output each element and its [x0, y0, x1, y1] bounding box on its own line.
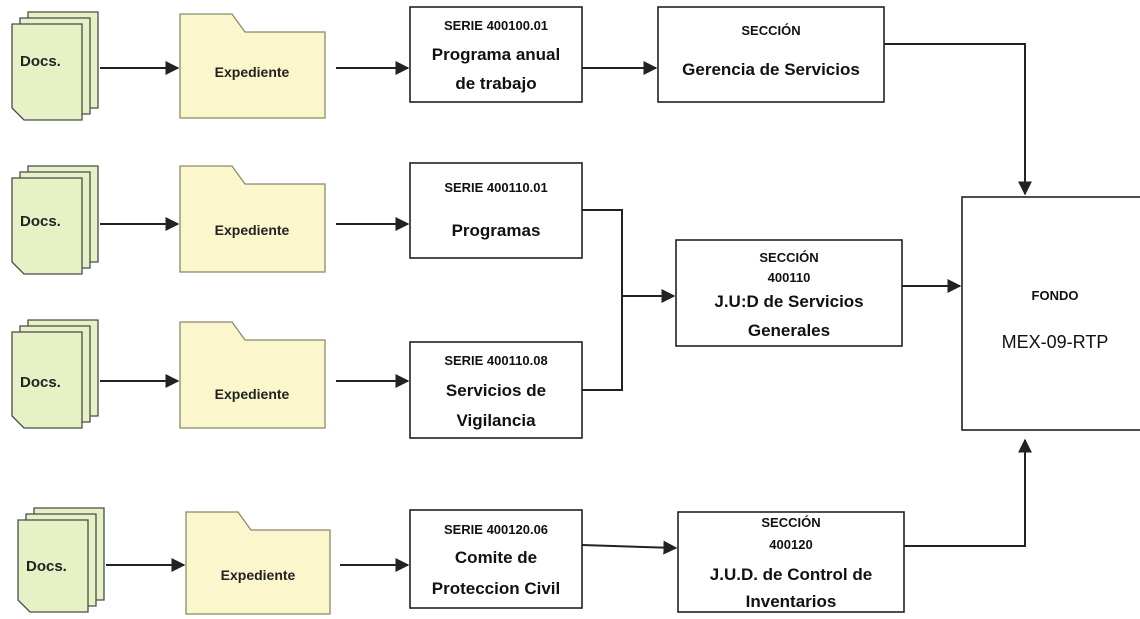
expediente-folder-row-4: Expediente [185, 511, 331, 615]
docs-label: Docs. [20, 374, 61, 391]
expediente-folder-row-3: Expediente [179, 321, 326, 429]
docs-stack-row-4: Docs. [17, 507, 105, 613]
seccion-box-400120: SECCIÓN 400120 J.U.D. de Control de Inve… [677, 511, 905, 613]
arrow-serie-to-seccion-400120 [581, 540, 678, 555]
expediente-label: Expediente [221, 567, 296, 583]
seccion-title: SECCIÓN [741, 23, 800, 38]
serie-name-line-1: Comite de [455, 548, 537, 567]
seccion-name-line-1: J.U.D. de Control de [710, 565, 872, 584]
docs-label: Docs. [20, 53, 61, 70]
fondo-code: MEX-09-RTP [1002, 332, 1109, 352]
serie-code: SERIE 400100.01 [444, 18, 548, 33]
arrow-400120-to-fondo [904, 438, 1032, 547]
fondo-title: FONDO [1032, 288, 1079, 303]
seccion-title: SECCIÓN [759, 250, 818, 265]
seccion-name-line-2: Generales [748, 321, 830, 340]
serie-name-line-2: Vigilancia [456, 411, 536, 430]
serie-name-line-2: Proteccion Civil [432, 579, 560, 598]
seccion-code: 400110 [768, 270, 811, 285]
serie-box-row-2: SERIE 400110.01 Programas [409, 162, 583, 259]
fondo-box: FONDO MEX-09-RTP [961, 196, 1140, 431]
docs-label: Docs. [26, 558, 67, 575]
expediente-label: Expediente [215, 222, 290, 238]
seccion-name-line-1: J.U:D de Servicios [714, 292, 863, 311]
serie-name-line-2: de trabajo [455, 74, 536, 93]
docs-label: Docs. [20, 213, 61, 230]
seccion-box-400110: SECCIÓN 400110 J.U:D de Servicios Genera… [675, 239, 903, 347]
docs-stack-row-2: Docs. [11, 165, 99, 275]
serie-box-row-3: SERIE 400110.08 Servicios de Vigilancia [409, 341, 583, 439]
expediente-folder-row-1: Expediente [179, 13, 326, 119]
merge-connector-400110 [582, 209, 623, 391]
expediente-label: Expediente [215, 386, 290, 402]
docs-stack-row-1: Docs. [11, 11, 99, 121]
serie-name-line-1: Programa anual [432, 45, 561, 64]
serie-code: SERIE 400110.01 [444, 180, 547, 195]
serie-name-line-1: Programas [452, 221, 541, 240]
expediente-folder-row-2: Expediente [179, 165, 326, 273]
seccion-name-line-2: Inventarios [746, 592, 837, 611]
expediente-label: Expediente [215, 64, 290, 80]
serie-box-row-1: SERIE 400100.01 Programa anual de trabaj… [409, 6, 583, 103]
serie-name-line-1: Servicios de [446, 381, 546, 400]
seccion-box-gerencia: SECCIÓN Gerencia de Servicios [657, 6, 885, 103]
arrow-gerencia-to-fondo [884, 43, 1032, 196]
seccion-code: 400120 [769, 537, 812, 552]
docs-stack-row-3: Docs. [11, 319, 99, 429]
serie-box-row-4: SERIE 400120.06 Comite de Proteccion Civ… [409, 509, 583, 609]
seccion-title: SECCIÓN [761, 515, 820, 530]
seccion-name: Gerencia de Servicios [682, 60, 860, 79]
serie-code: SERIE 400110.08 [444, 353, 547, 368]
serie-code: SERIE 400120.06 [444, 522, 548, 537]
